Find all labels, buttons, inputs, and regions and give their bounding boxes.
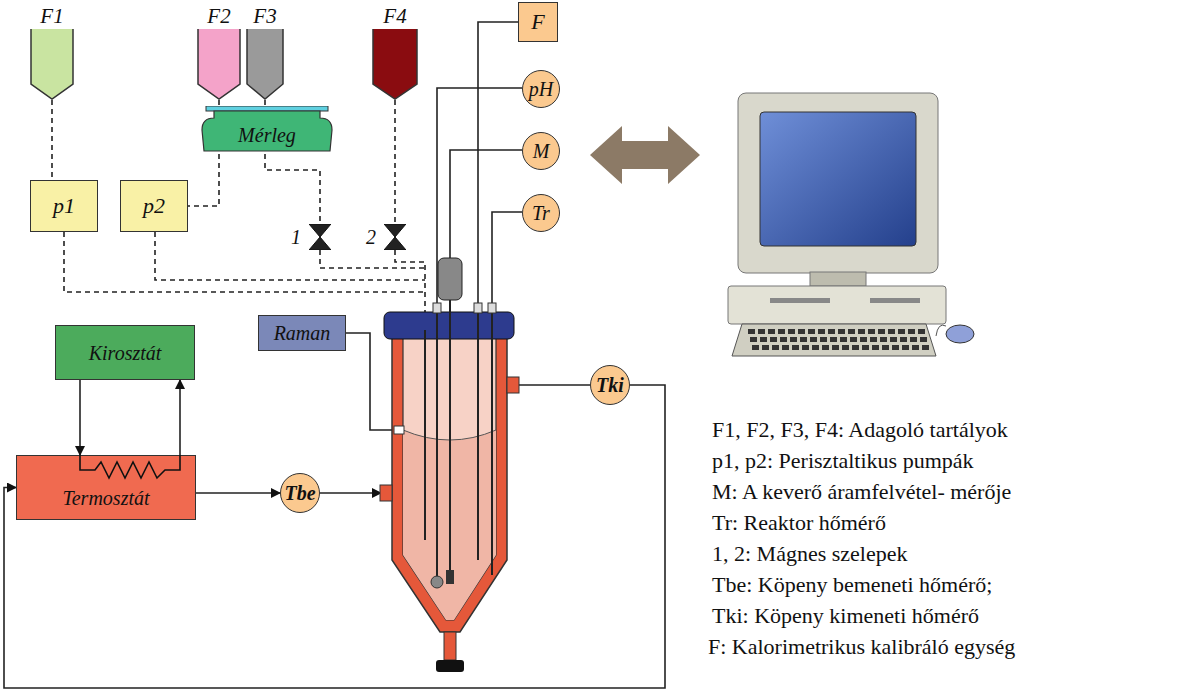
tank-shape [30, 29, 74, 100]
node-label: F [531, 10, 544, 34]
node-label: 1 [291, 226, 301, 248]
legend-line: F: Kalorimetrikus kalibráló egység [708, 635, 1015, 659]
feed-line [394, 100, 396, 224]
legend-line: Tbe: Köpeny bemeneti hőmérő; [712, 573, 992, 597]
node-label: Tr [532, 202, 550, 224]
thermostat-box: Termosztát [16, 455, 196, 520]
node-label: F4 [372, 5, 418, 28]
reactor [380, 258, 519, 672]
pump-box: p1 [30, 180, 98, 232]
node-label: p2 [143, 194, 165, 218]
node-label: pH [529, 78, 553, 100]
feed-tank: F3 [246, 5, 284, 100]
feed-tank: F4 [372, 5, 418, 100]
flow-line [79, 380, 81, 455]
node-label: 2 [366, 226, 376, 248]
data-link-arrow [590, 126, 700, 184]
computer [728, 93, 974, 356]
feed-line [51, 100, 53, 180]
legend-line: 1, 2: Mágnes szelepek [712, 542, 908, 566]
pump-box: p2 [120, 180, 188, 232]
legend-line: M: A keverő áramfelvétel- mérője [712, 480, 1011, 504]
node-label: F2 [197, 5, 241, 28]
temp-circle: Tbe [280, 473, 320, 513]
node-label: Tki [596, 374, 624, 396]
tank-shape [372, 29, 418, 100]
node-label: Termosztát [62, 487, 149, 509]
feed-tank: F1 [30, 5, 74, 100]
node-label: p1 [53, 194, 75, 218]
solenoid-valve: 1 [291, 224, 331, 250]
legend-line: Tr: Reaktor hőmérő [712, 511, 886, 535]
tank-shape [197, 29, 241, 100]
node-label: Mérleg [238, 112, 296, 146]
tank-shape [246, 29, 284, 100]
node-label: Kirosztát [89, 342, 162, 364]
calibration-box: F [518, 2, 558, 42]
node-label: Raman [274, 322, 331, 344]
flow-line [4, 385, 665, 688]
flow-line [179, 380, 181, 455]
cryostat-box: Kirosztát [55, 325, 195, 380]
node-label: M [533, 140, 550, 162]
node-label: Tbe [284, 482, 315, 504]
valve-symbol [309, 224, 331, 250]
node-label: F3 [246, 5, 284, 28]
legend-line: p1, p2: Perisztaltikus pumpák [712, 449, 974, 473]
balance: Mérleg [200, 106, 334, 152]
temp-circle: Tki [590, 365, 630, 405]
flow-line [196, 492, 280, 494]
legend-line: Tki: Köpeny kimeneti hőmérő [712, 604, 979, 628]
node-label: F1 [30, 5, 74, 28]
solenoid-valve: 2 [366, 224, 406, 250]
feed-tank: F2 [197, 5, 241, 100]
legend-line: F1, F2, F3, F4: Adagoló tartályok [712, 418, 1008, 442]
sensor-circle: Tr [522, 194, 560, 232]
raman-box: Raman [258, 315, 346, 351]
sensor-circle: pH [522, 70, 560, 108]
sensor-circle: M [522, 132, 560, 170]
valve-symbol [384, 224, 406, 250]
